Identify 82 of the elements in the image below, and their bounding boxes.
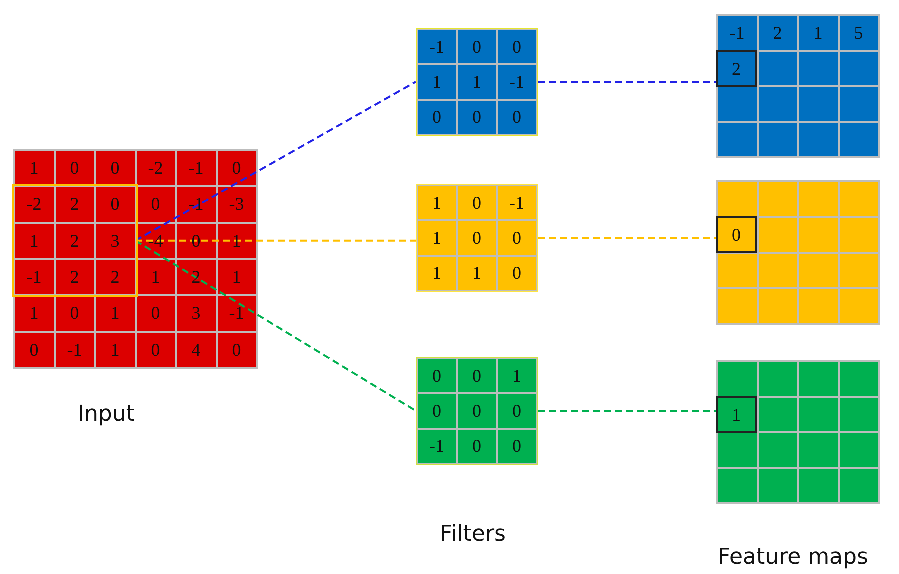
cell-value: 0 [472, 108, 482, 126]
dashed-connector [135, 81, 416, 242]
cell-value: -1 [229, 304, 244, 322]
cell-value: 1 [472, 72, 482, 91]
cell-value: -1 [510, 72, 524, 91]
cell-value: 0 [70, 304, 80, 322]
cell-value: 0 [732, 226, 741, 244]
cell-value: 0 [432, 108, 442, 126]
cell-value: 1 [432, 194, 442, 212]
cell-value: -1 [430, 38, 444, 56]
cell-value: 0 [512, 437, 522, 456]
cell-value: -1 [430, 437, 444, 456]
cell-value: 3 [110, 232, 120, 250]
cell-value: 0 [512, 38, 522, 56]
cell-value: 0 [512, 108, 522, 126]
cell-value: 0 [472, 366, 482, 385]
caption-text: Input [78, 402, 135, 427]
cell-value: 1 [30, 159, 39, 178]
cell-value: 1 [432, 264, 442, 282]
cell-value: 1 [151, 268, 160, 286]
cell-value: 0 [232, 340, 242, 359]
cell-value: 0 [432, 402, 442, 420]
cell-value: 0 [472, 194, 482, 212]
cell-value: 0 [151, 340, 160, 359]
cell-value: -1 [730, 24, 745, 42]
cell-value: 0 [110, 195, 120, 214]
cell-value: 1 [232, 268, 242, 286]
cell-value: -2 [148, 159, 164, 178]
cell-value: 1 [30, 304, 39, 322]
cell-value: -2 [26, 195, 42, 214]
cell-value: 1 [432, 228, 442, 247]
dashed-connector [538, 410, 716, 412]
cell-value: -1 [26, 268, 42, 286]
cell-value: 1 [512, 366, 522, 385]
caption-text: Filters [440, 522, 506, 547]
cell-value: 1 [732, 406, 741, 424]
cell-value: 0 [512, 402, 522, 420]
cell-value: 5 [854, 24, 864, 42]
cell-value: 2 [70, 268, 80, 286]
cell-value: 4 [192, 340, 201, 359]
filter-grid [416, 357, 538, 465]
cell-value: 2 [110, 268, 120, 286]
cell-value: -1 [67, 340, 82, 359]
cell-value: 1 [814, 24, 823, 42]
sliding-window [14, 186, 136, 296]
cell-value: 0 [472, 38, 482, 56]
feature-map-grid [716, 360, 880, 504]
dashed-connector [538, 81, 716, 83]
cell-value: 0 [472, 402, 482, 420]
feature-map-grid [716, 14, 880, 158]
cell-value: 0 [512, 228, 522, 247]
cell-value: 1 [110, 304, 120, 322]
cell-value: 1 [30, 232, 39, 250]
cell-value: 3 [192, 304, 201, 322]
cell-value: -1 [188, 195, 204, 214]
cell-value: 0 [472, 437, 482, 456]
cell-value: -1 [188, 159, 204, 178]
cell-value: -3 [229, 195, 244, 214]
cell-value: 0 [512, 264, 522, 282]
filter-grid [416, 28, 538, 136]
cell-value: 0 [110, 159, 120, 178]
cell-value: 0 [472, 228, 482, 247]
cell-value: 0 [151, 195, 160, 214]
cell-value: 2 [70, 195, 80, 214]
cell-value: 0 [151, 304, 160, 322]
cell-value: 0 [70, 159, 80, 178]
filter-grid [416, 184, 538, 292]
dashed-connector [538, 237, 716, 239]
cell-value: -1 [510, 194, 524, 212]
cell-value: 2 [70, 232, 80, 250]
feature-map-grid [716, 180, 880, 325]
dashed-connector [136, 240, 416, 242]
cell-value: 1 [110, 340, 120, 359]
cell-value: 0 [30, 340, 39, 359]
cell-value: 1 [432, 72, 442, 91]
cell-value: 1 [472, 264, 482, 282]
cell-value: 0 [232, 159, 242, 178]
cell-value: 0 [432, 366, 442, 385]
input-grid [13, 149, 258, 369]
cell-value: 2 [732, 60, 741, 78]
caption-text: Feature maps [718, 545, 868, 570]
cell-value: 2 [773, 24, 782, 42]
